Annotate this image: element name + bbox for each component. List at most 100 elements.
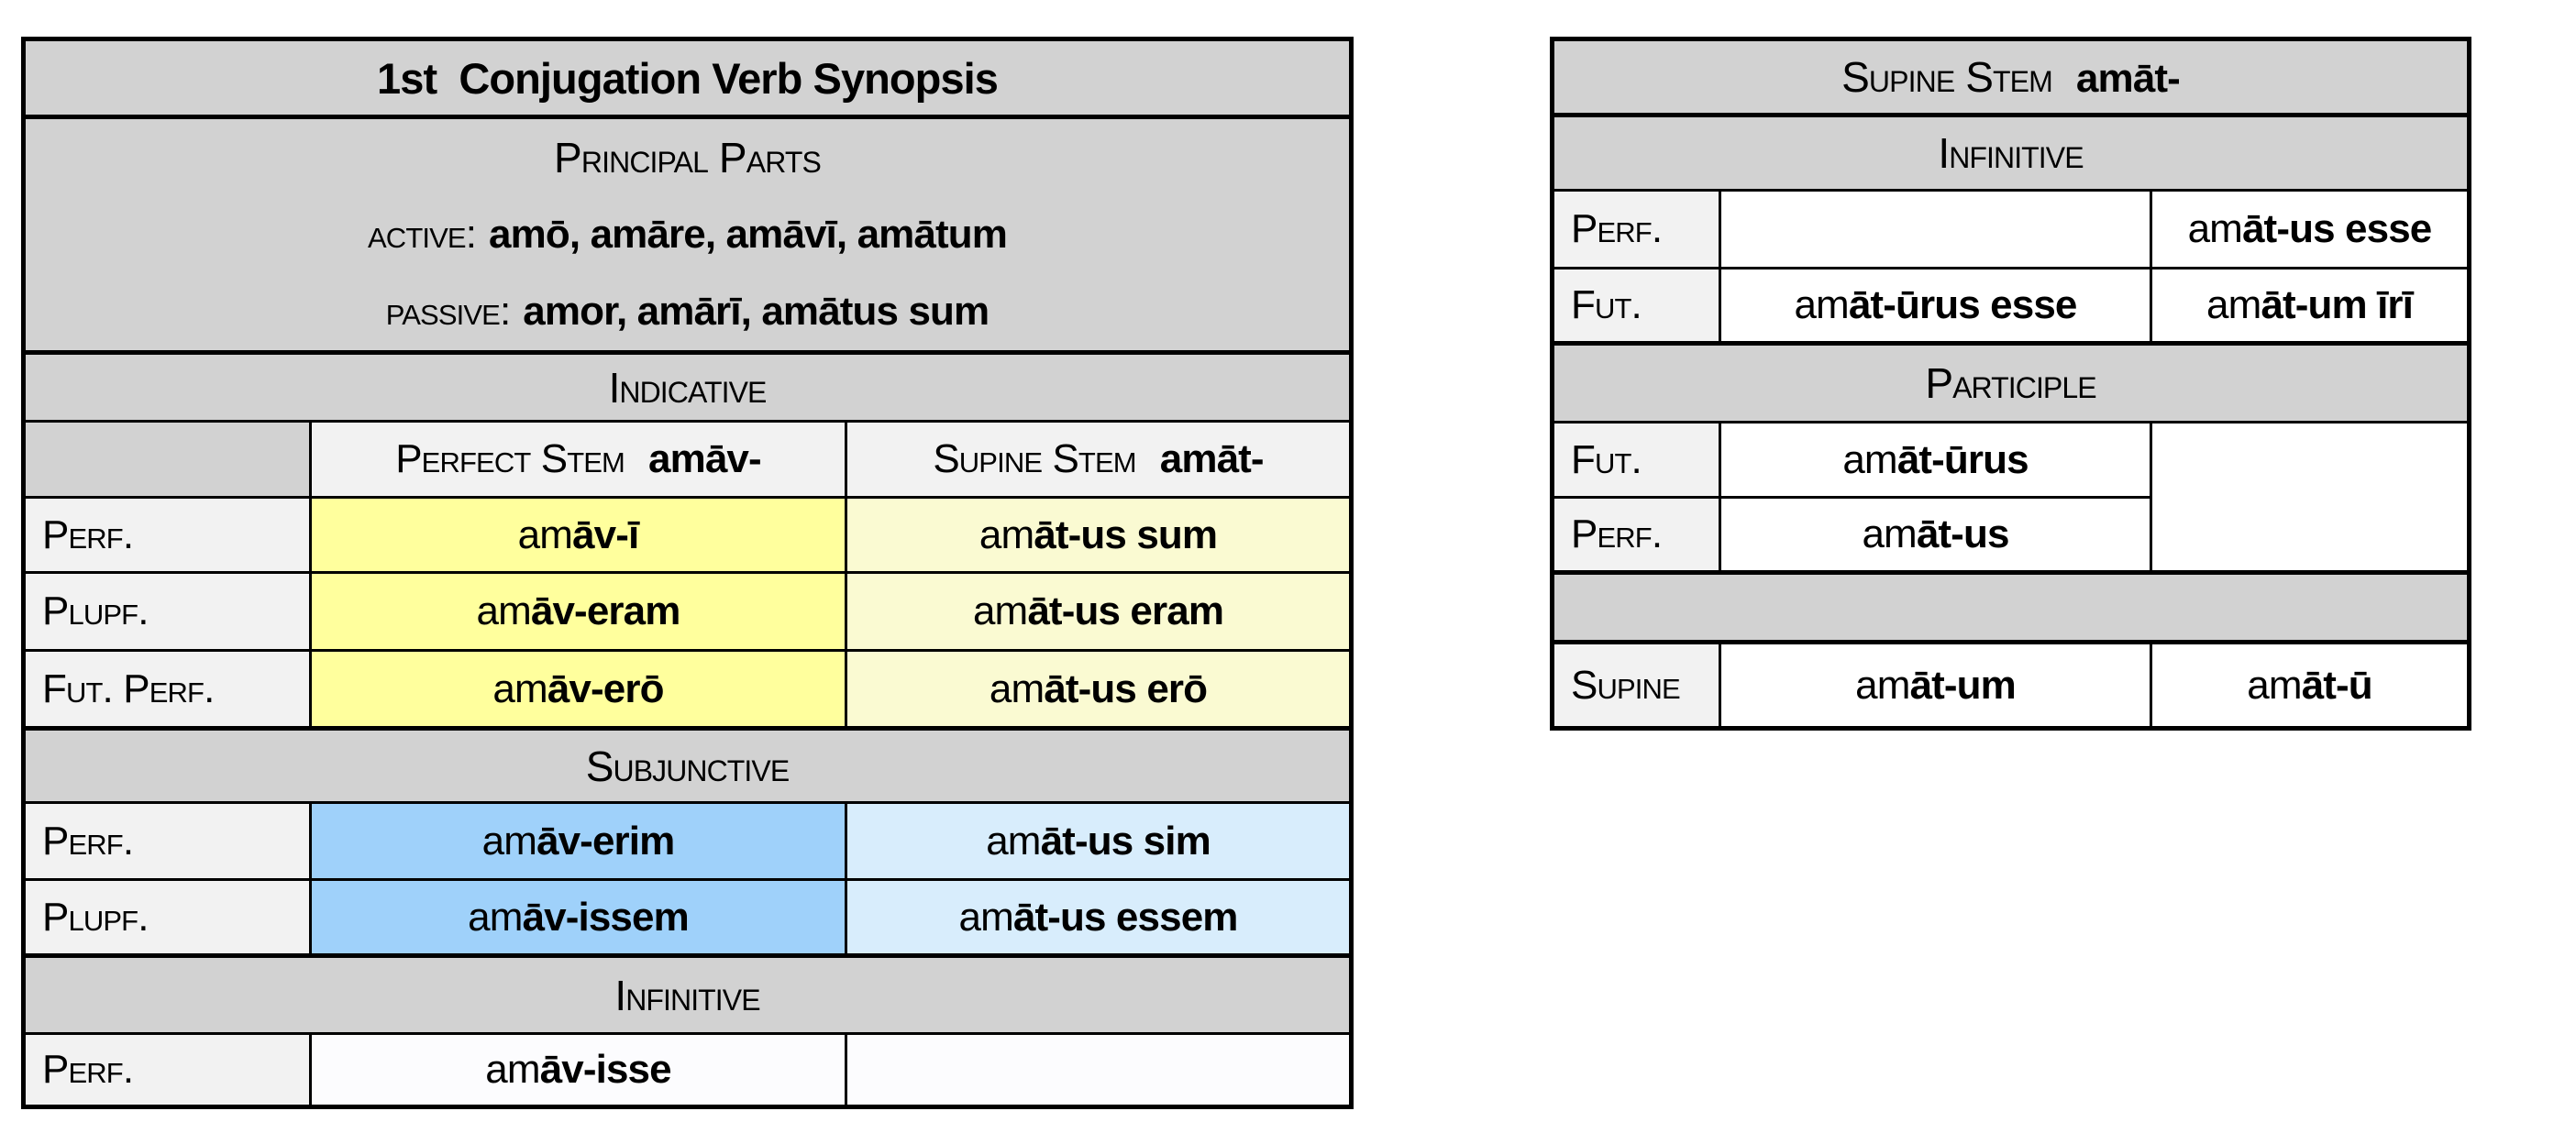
row-label-cell: Plupf. (22, 878, 312, 957)
verb-form-cell: amāv-ī (309, 496, 847, 574)
verb-form-cell: amāv-issem (309, 878, 847, 957)
section-header-subjunctive: Subjunctive (21, 726, 1354, 804)
form-bold-part: āt-us eram (1027, 588, 1224, 633)
table-row: Perf. amāt-us esse (1551, 189, 2471, 270)
section-header-infinitive: Infinitive (1550, 113, 2471, 192)
form-plain-part: am (485, 1047, 540, 1092)
supine-stem-value: amāt- (2075, 56, 2181, 101)
table-row: Fut. amāt-ūrus esse amāt-um īrī (1551, 267, 2471, 345)
table-row: Perf. amāv-erim amāt-us sim (22, 801, 1354, 881)
form-plain-part: am (2247, 662, 2302, 708)
corner-empty-cell (22, 420, 312, 499)
row-label-cell: Fut. Perf. (22, 649, 312, 730)
row-label-cell: Plupf. (22, 571, 312, 652)
supine-stem-label: Supine Stem (1841, 53, 2053, 101)
table-row: Fut. amāt-ūrus (1551, 421, 2471, 574)
row-label-cell: Fut. (1551, 421, 1721, 499)
form-bold-part: āv-erim (536, 818, 675, 864)
table-row: Supine amāt-um amāt-ū (1551, 640, 2471, 730)
form-bold-part: āv-isse (539, 1047, 672, 1092)
form-bold-part: āv-ī (572, 512, 639, 557)
empty-merged-cell (2149, 421, 2471, 574)
principal-parts-passive-line: passive: amor, amārī, amātus sum (27, 273, 1349, 350)
section-header-indicative: Indicative (21, 350, 1354, 423)
empty-form-cell (844, 1032, 1354, 1108)
empty-form-cell (1719, 189, 2152, 270)
form-bold-part: āt-um īrī (2261, 282, 2414, 327)
principal-parts-cell: Principal Parts active: amō, amāre, amāvī… (21, 115, 1354, 354)
form-plain-part: am (2206, 282, 2261, 327)
form-bold-part: āv-erō (547, 666, 665, 711)
form-plain-part: am (2187, 206, 2243, 251)
verb-form-cell: amāt-us erō (844, 649, 1354, 730)
table-row: Perf. amāv-ī amāt-us sum (22, 496, 1354, 574)
row-label-cell: Fut. (1551, 267, 1721, 345)
verb-form-cell: amāt-um īrī (2149, 267, 2471, 345)
form-plain-part: am (1862, 512, 1917, 556)
form-plain-part: am (481, 818, 537, 864)
row-label-cell: Perf. (22, 1032, 312, 1108)
spacer-row-cell (1550, 570, 2471, 644)
verb-form-cell: amāv-erō (309, 649, 847, 730)
table-row: Principal Parts active: amō, amāre, amāvī… (21, 115, 1354, 354)
form-plain-part: am (972, 588, 1028, 633)
table-row: Plupf. amāv-eram amāt-us eram (22, 571, 1354, 652)
section-header-infinitive: Infinitive (21, 953, 1354, 1035)
active-forms: amō, amāre, amāvī, amātum (489, 212, 1008, 257)
form-bold-part: āt-us sum (1034, 512, 1218, 557)
principal-parts-heading: Principal Parts (554, 134, 822, 182)
verb-form-cell: amāv-isse (309, 1032, 847, 1108)
active-label: active: (368, 212, 477, 257)
form-plain-part: am (958, 894, 1013, 940)
table-row: Plupf. amāv-issem amāt-us essem (22, 878, 1354, 957)
supine-stem-header-cell: Supine Stem amāt- (1550, 38, 2471, 116)
table-row (1550, 570, 2471, 644)
verb-form-cell: amāt-us eram (844, 571, 1354, 652)
verb-form-cell: amāt-us sum (844, 496, 1354, 574)
form-plain-part: am (1842, 436, 1897, 482)
supine-stem-header-cell: Supine Stem amāt- (844, 420, 1354, 499)
form-bold-part: āt-ūrus (1896, 436, 2029, 482)
page-title: 1st Conjugation Verb Synopsis (21, 38, 1354, 118)
verb-form-cell: amāt-ūrus esse (1719, 267, 2152, 345)
form-bold-part: āt-us (1916, 512, 2010, 556)
form-plain-part: am (986, 818, 1041, 864)
form-bold-part: āt-ūrus esse (1848, 282, 2078, 327)
supine-stem-label: Supine Stem (933, 436, 1136, 481)
table-row: Perf. amāt-us (1551, 496, 2470, 574)
form-bold-part: āt-us esse (2241, 206, 2432, 251)
table-row: Infinitive (21, 953, 1354, 1035)
principal-parts-active-line: active: amō, amāre, amāvī, amātum (27, 196, 1349, 273)
row-label-cell: Perf. (1551, 496, 1721, 574)
supine-stem-value: amāt- (1159, 436, 1265, 481)
form-bold-part: āt-us sim (1040, 818, 1211, 864)
row-label-cell: Perf. (22, 801, 312, 881)
verb-form-cell: amāv-erim (309, 801, 847, 881)
verb-form-cell: amāt-us essem (844, 878, 1354, 957)
verb-form-cell: amāt-ūrus (1719, 421, 2152, 499)
verb-form-cell: amāv-eram (309, 571, 847, 652)
form-bold-part: āt-us erō (1044, 666, 1208, 711)
table-row: Supine Stem amāt- (1550, 38, 2471, 116)
form-bold-part: āt-ū (2301, 662, 2373, 708)
form-bold-part: āv-eram (530, 588, 681, 633)
table-row: Participle (1550, 341, 2471, 424)
table-row: Subjunctive (21, 726, 1354, 804)
row-label-cell: Perf. (22, 496, 312, 574)
passive-label: passive: (385, 289, 511, 334)
verb-form-cell: amāt-us sim (844, 801, 1354, 881)
section-header-participle: Participle (1550, 341, 2471, 424)
form-plain-part: am (1794, 282, 1849, 327)
verb-form-cell: amāt-us (1719, 496, 2152, 574)
form-plain-part: am (517, 512, 573, 557)
table-row: Infinitive (1550, 113, 2471, 192)
form-plain-part: am (476, 588, 532, 633)
table-row: 1st Conjugation Verb Synopsis (21, 38, 1354, 118)
passive-forms: amor, amārī, amātus sum (523, 289, 989, 334)
form-bold-part: āt-us essem (1012, 894, 1239, 940)
table-row: Perf. amāv-isse (22, 1032, 1354, 1108)
form-plain-part: am (1855, 662, 1910, 708)
row-label-cell: Supine (1551, 640, 1721, 730)
